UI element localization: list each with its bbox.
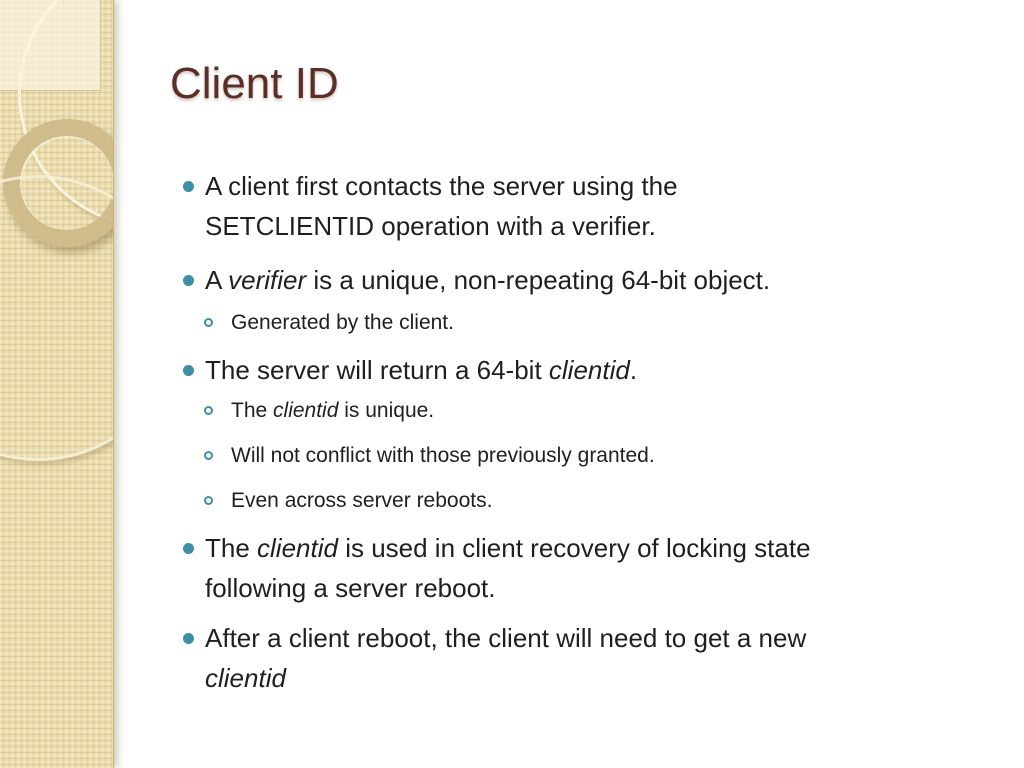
bullet-circle-icon <box>204 318 213 327</box>
bullet-text: A verifier is a unique, non-repeating 64… <box>205 265 771 295</box>
bullet-circle-icon <box>204 451 213 460</box>
bullet-circle-icon <box>204 496 213 505</box>
bullet-dot-icon <box>183 275 194 286</box>
bullet-text: Will not conflict with those previously … <box>231 444 655 467</box>
bullet-item: After a client reboot, the client will n… <box>170 618 970 698</box>
bullet-dot-icon <box>183 543 194 554</box>
sidebar-decoration <box>0 0 114 768</box>
bullet-text: The server will return a 64-bit clientid… <box>205 355 638 385</box>
bullet-item: Generated by the client. <box>170 308 970 338</box>
bullet-item: The clientid is unique. <box>170 396 970 426</box>
bullet-dot-icon <box>183 365 194 376</box>
slide-content: Client ID A client first contacts the se… <box>170 0 970 698</box>
bullet-item: The clientid is used in client recovery … <box>170 528 970 608</box>
bullet-item: A verifier is a unique, non-repeating 64… <box>170 260 970 300</box>
bullet-text: A client first contacts the server using… <box>205 171 678 241</box>
bullet-dot-icon <box>183 181 194 192</box>
bullet-text: The clientid is unique. <box>231 399 435 422</box>
bullet-item: The server will return a 64-bit clientid… <box>170 350 970 390</box>
bullet-text: After a client reboot, the client will n… <box>205 623 807 693</box>
bullet-item: Will not conflict with those previously … <box>170 441 970 471</box>
bullet-dot-icon <box>183 633 194 644</box>
bullet-list: A client first contacts the server using… <box>170 166 970 698</box>
bullet-text: Generated by the client. <box>231 311 454 334</box>
bullet-text: Even across server reboots. <box>231 489 493 512</box>
circle-outline-icon <box>0 175 113 461</box>
slide-title: Client ID <box>170 59 339 108</box>
bullet-circle-icon <box>204 406 213 415</box>
bullet-item: Even across server reboots. <box>170 486 970 516</box>
bullet-item: A client first contacts the server using… <box>170 166 970 246</box>
bullet-text: The clientid is used in client recovery … <box>205 533 811 603</box>
